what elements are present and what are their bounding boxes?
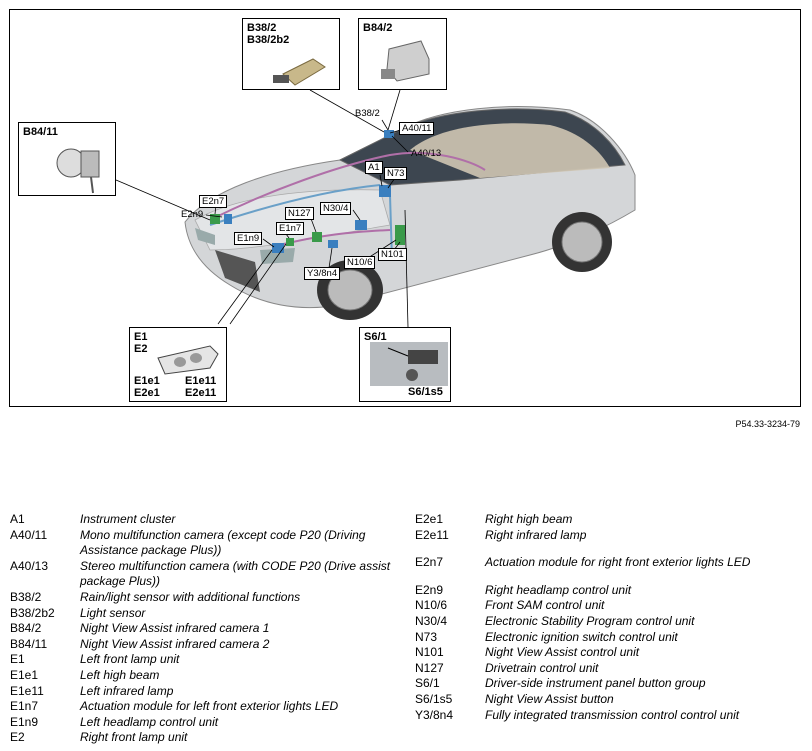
label-n73: N73 xyxy=(384,167,408,180)
inset-infrared-camera-2: B84/11 xyxy=(18,122,116,196)
inset-label-e1: E1 E2 xyxy=(134,331,148,355)
label-b38-2: B38/2 xyxy=(355,108,380,119)
label-e2n9: E2n9 xyxy=(181,209,204,220)
label-n10-6: N10/6 xyxy=(344,256,376,269)
component-location-diagram: B38/2 B38/2b2 B84/2 B84/11 E1 E2 E1e1 E2… xyxy=(9,9,801,407)
rain-light-sensor-image xyxy=(273,58,326,86)
label-e1n9: E1n9 xyxy=(234,232,263,245)
label-n101: N101 xyxy=(378,248,407,261)
label-e1n7: E1n7 xyxy=(276,222,305,235)
infrared-camera-2-image xyxy=(56,148,100,194)
label-a40-11: A40/11 xyxy=(399,122,435,135)
inset-label-s6s5: S6/1s5 xyxy=(408,386,443,398)
label-n127: N127 xyxy=(285,207,314,220)
inset-front-lamp-unit: E1 E2 E1e1 E2e1 E1e11 E2e11 xyxy=(129,327,227,402)
label-a1: A1 xyxy=(365,161,383,174)
car-illustration xyxy=(115,89,636,328)
inset-instrument-panel-buttons: S6/1 S6/1s5 xyxy=(359,327,451,402)
infrared-camera-1-image xyxy=(381,40,430,82)
inset-label-b84-2: B84/2 xyxy=(363,22,393,34)
button-group-image xyxy=(370,342,448,386)
inset-rain-light-sensor: B38/2 B38/2b2 xyxy=(242,18,340,90)
label-y3-8n4: Y3/8n4 xyxy=(304,267,341,280)
figure-reference: P54.33-3234-79 xyxy=(735,419,800,429)
inset-label-s6: S6/1 xyxy=(364,331,387,343)
inset-label-b84-11: B84/11 xyxy=(23,126,58,138)
label-n30-4: N30/4 xyxy=(320,202,352,215)
inset-label-b38: B38/2 B38/2b2 xyxy=(247,22,290,46)
inset-label-e1e1: E1e1 E2e1 xyxy=(134,375,160,399)
inset-infrared-camera-1: B84/2 xyxy=(358,18,447,90)
headlamp-image xyxy=(157,345,219,375)
label-a40-13: A40/13 xyxy=(411,148,442,159)
label-e2n7: E2n7 xyxy=(199,195,228,208)
inset-label-e1e11: E1e11 E2e11 xyxy=(185,375,217,399)
